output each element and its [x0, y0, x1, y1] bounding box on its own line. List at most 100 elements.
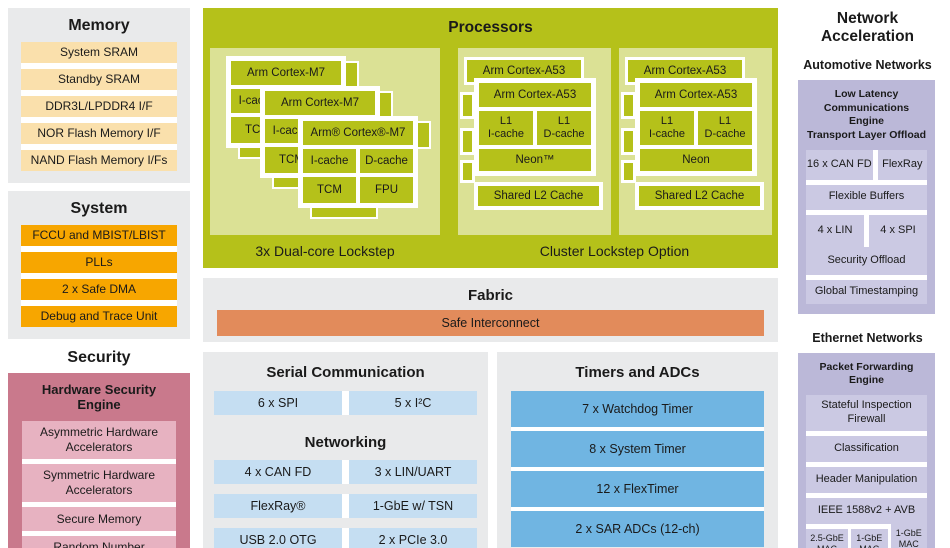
shared-l2-cache-block: Shared L2 Cache	[635, 182, 764, 210]
fpu-block: FPU	[360, 177, 413, 203]
flexray-block: FlexRay®	[214, 494, 342, 518]
security-section: Security Hardware Security Engine Asymme…	[8, 339, 190, 548]
processor-captions: 3x Dual-core Lockstep Cluster Lockstep O…	[210, 243, 771, 259]
l1-icache-block: L1 I-cache	[640, 111, 694, 145]
serial-communication-section: Serial Communication 6 x SPI 5 x I²C Net…	[203, 352, 488, 548]
networking-row: USB 2.0 OTG 2 x PCIe 3.0	[214, 528, 477, 548]
security-item: Secure Memory	[22, 507, 176, 531]
neon-block: Neon	[640, 149, 752, 171]
networking-title: Networking	[304, 434, 387, 451]
memory-title: Memory	[68, 17, 130, 34]
stacked-core-tab	[460, 160, 475, 183]
system-timer-block: 8 x System Timer	[511, 431, 764, 467]
ethernet-items: Stateful Inspection Firewall Classificat…	[806, 394, 928, 548]
icache-block: I-cache	[303, 149, 356, 173]
cortex-m7-card: Arm® Cortex®-M7 I-cache D-cache TCM FPU	[298, 116, 431, 219]
memory-item: NAND Flash Memory I/Fs	[21, 150, 177, 171]
can-fd-block: 4 x CAN FD	[214, 460, 342, 484]
automotive-networks-title: Automotive Networks	[803, 58, 932, 72]
hardware-security-engine: Hardware Security Engine Asymmetric Hard…	[8, 373, 190, 548]
flexray-accel-block: FlexRay	[877, 149, 927, 180]
llce-header: Low Latency Communications Engine Transp…	[806, 88, 927, 141]
cortex-a53-card: Arm Cortex-A53 L1 I-cache L1 D-cache Neo…	[635, 78, 757, 176]
memory-items: System SRAM Standby SRAM DDR3L/LPDDR4 I/…	[21, 42, 177, 171]
cluster-lockstep-caption: Cluster Lockstep Option	[539, 243, 690, 259]
processors-title: Processors	[448, 19, 533, 36]
stacked-core-tab	[621, 160, 636, 183]
security-title: Security	[67, 349, 131, 366]
ethernet-networks-title: Ethernet Networks	[812, 330, 923, 345]
header-manipulation-block: Header Manipulation	[806, 466, 927, 493]
packet-forwarding-engine-header: Packet Forwarding Engine	[819, 360, 914, 387]
system-items: FCCU and MBIST/LBIST PLLs 2 x Safe DMA D…	[21, 225, 177, 327]
l1-dcache-block: L1 D-cache	[698, 111, 752, 145]
memory-item: Standby SRAM	[21, 69, 177, 90]
cortex-a53-cluster-2: Arm Cortex-A53 Arm Cortex-A53 L1 I-cache…	[619, 48, 772, 235]
security-item: Random Number Generators	[22, 536, 176, 548]
network-acceleration-column: Network Acceleration Automotive Networks…	[790, 6, 945, 548]
classification-block: Classification	[806, 435, 927, 462]
pcie-block: 2 x PCIe 3.0	[349, 528, 477, 548]
flextimer-block: 12 x FlexTimer	[511, 471, 764, 507]
fabric-title: Fabric	[467, 287, 513, 304]
watchdog-timer-block: 7 x Watchdog Timer	[511, 391, 764, 427]
timers-adcs-section: Timers and ADCs 7 x Watchdog Timer 8 x S…	[497, 352, 778, 548]
security-offload-block: Security Offload	[806, 246, 927, 275]
memory-item: System SRAM	[21, 42, 177, 63]
cortex-a53-label: Arm Cortex-A53	[479, 83, 591, 107]
ethernet-networks-panel: Packet Forwarding Engine Stateful Inspec…	[798, 352, 935, 548]
security-item: Symmetric Hardware Accelerators	[22, 464, 176, 502]
can-fd-accel-block: 16 x CAN FD	[806, 149, 873, 180]
spi-block: 6 x SPI	[214, 391, 342, 415]
cortex-m7-label: Arm Cortex-M7	[265, 91, 375, 115]
networking-row: FlexRay® 1-GbE w/ TSN	[214, 494, 477, 518]
stacked-core-tab	[460, 128, 475, 155]
system-section: System FCCU and MBIST/LBIST PLLs 2 x Saf…	[8, 191, 190, 339]
cortex-a53-card: Arm Cortex-A53 L1 I-cache L1 D-cache Neo…	[474, 78, 596, 176]
serial-row: 6 x SPI 5 x I²C	[214, 391, 477, 415]
ieee-1588-avb-block: IEEE 1588v2 + AVB	[806, 497, 927, 524]
processors-section: Processors Arm Cortex-M7 I-cache D-cache…	[203, 8, 778, 268]
system-item: Debug and Trace Unit	[21, 306, 177, 327]
cortex-a53-cluster-1: Arm Cortex-A53 Arm Cortex-A53 L1 I-cache…	[458, 48, 611, 235]
cortex-a53-label: Arm Cortex-A53	[640, 83, 752, 107]
i2c-block: 5 x I²C	[349, 391, 477, 415]
cortex-m7-label: Arm Cortex-M7	[231, 61, 341, 85]
cortex-m7-label: Arm® Cortex®-M7	[303, 121, 413, 145]
security-engine-title: Hardware Security Engine	[41, 382, 157, 412]
io-row: Serial Communication 6 x SPI 5 x I²C Net…	[203, 352, 778, 548]
stacked-core-tab	[621, 92, 636, 119]
system-item: PLLs	[21, 252, 177, 273]
network-acceleration-title: Network Acceleration	[820, 10, 915, 45]
m7-lockstep-caption: 3x Dual-core Lockstep	[255, 243, 395, 259]
system-item: 2 x Safe DMA	[21, 279, 177, 300]
lin-accel-block: 4 x LIN	[806, 214, 864, 247]
mac-1gbe-block: 1-GbE MAC	[850, 528, 888, 548]
processor-panels: Arm Cortex-M7 I-cache D-cache TCM FPU Ar…	[210, 48, 772, 235]
center-column: Processors Arm Cortex-M7 I-cache D-cache…	[203, 8, 778, 548]
security-item: Asymmetric Hardware Accelerators	[22, 421, 176, 459]
system-title: System	[70, 200, 128, 217]
gbe-tsn-block: 1-GbE w/ TSN	[349, 494, 477, 518]
timers-title: Timers and ADCs	[575, 364, 700, 381]
shared-l2-cache-block: Shared L2 Cache	[474, 182, 603, 210]
left-column: Memory System SRAM Standby SRAM DDR3L/LP…	[8, 8, 190, 548]
stacked-core-tab	[460, 92, 475, 119]
system-item: FCCU and MBIST/LBIST	[21, 225, 177, 246]
lin-spi-security-block: 4 x LIN 4 x SPI Security Offload	[806, 214, 927, 275]
stateful-firewall-block: Stateful Inspection Firewall	[806, 394, 927, 431]
spi-accel-block: 4 x SPI	[869, 214, 927, 247]
cortex-m7-panel: Arm Cortex-M7 I-cache D-cache TCM FPU Ar…	[210, 48, 440, 235]
fabric-section: Fabric Safe Interconnect	[203, 278, 778, 342]
security-items: Asymmetric Hardware Accelerators Symmetr…	[22, 421, 176, 548]
mac-1gbe-block: 1-GbE MAC	[890, 523, 928, 548]
lin-uart-block: 3 x LIN/UART	[349, 460, 477, 484]
memory-item: DDR3L/LPDDR4 I/F	[21, 96, 177, 117]
tcm-block: TCM	[303, 177, 356, 203]
timer-items: 7 x Watchdog Timer 8 x System Timer 12 x…	[511, 391, 764, 547]
l1-icache-block: L1 I-cache	[479, 111, 533, 145]
sar-adc-block: 2 x SAR ADCs (12-ch)	[511, 511, 764, 547]
l1-dcache-block: L1 D-cache	[537, 111, 591, 145]
automotive-items: 16 x CAN FD FlexRay Flexible Buffers 4 x…	[806, 149, 927, 304]
